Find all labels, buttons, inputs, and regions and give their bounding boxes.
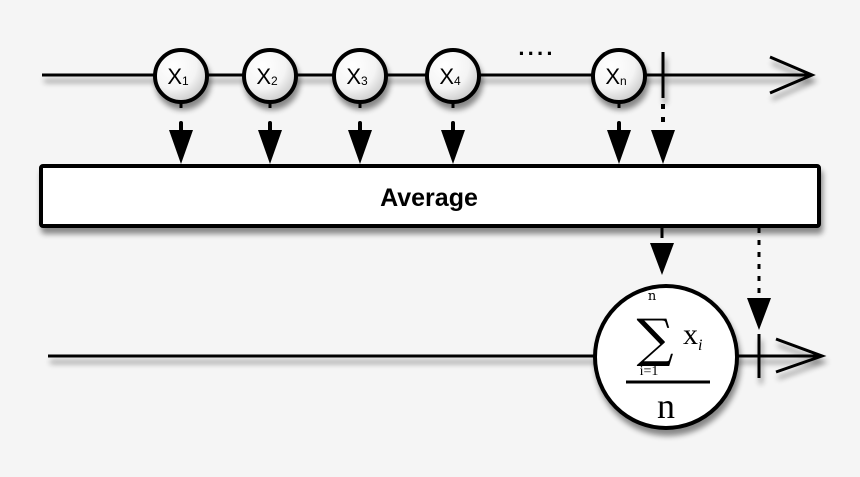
down-arrow-icon [607, 130, 631, 164]
marble-x1: X1 [153, 48, 209, 104]
source-timeline-arrowhead-icon [769, 55, 816, 95]
operator-box-rect [39, 164, 821, 228]
operator-label: Average [380, 184, 478, 212]
source-ellipsis: ···· [518, 41, 555, 66]
down-arrow-icon [258, 130, 282, 164]
marble-label: X2 [256, 64, 278, 89]
result-arrow-head-icon [650, 243, 674, 275]
marble-label: X1 [167, 64, 189, 89]
sum-lower-limit: i=1 [640, 364, 659, 379]
operator-output-arrows [650, 228, 771, 330]
down-arrow-icon [169, 130, 193, 164]
marble-xn: Xn [591, 48, 647, 104]
source-marbles: X1 X2 X3 X4 Xn [153, 48, 647, 104]
sum-term-sub: i [698, 337, 702, 354]
down-arrow-icon [441, 130, 465, 164]
result-timeline-arrowhead-icon [775, 337, 827, 374]
result-marble: n ∑ x i i=1 n [593, 284, 739, 430]
marble-label: X3 [346, 64, 368, 89]
marble-x3: X3 [332, 48, 388, 104]
sum-term-base: x [683, 318, 698, 351]
sum-upper-limit: n [648, 289, 657, 304]
completion-arrow-head-icon [747, 298, 771, 330]
denominator: n [657, 386, 675, 426]
marble-x4: X4 [425, 48, 481, 104]
operator-input-arrows [169, 102, 675, 164]
marble-label: Xn [605, 64, 626, 89]
sigma-icon: ∑ [636, 309, 673, 369]
result-marble-circle [593, 284, 739, 430]
operator-box [39, 164, 821, 228]
marble-x2: X2 [242, 48, 298, 104]
marble-label: X4 [439, 64, 461, 89]
completion-down-arrow-icon [651, 130, 675, 164]
down-arrow-icon [348, 130, 372, 164]
